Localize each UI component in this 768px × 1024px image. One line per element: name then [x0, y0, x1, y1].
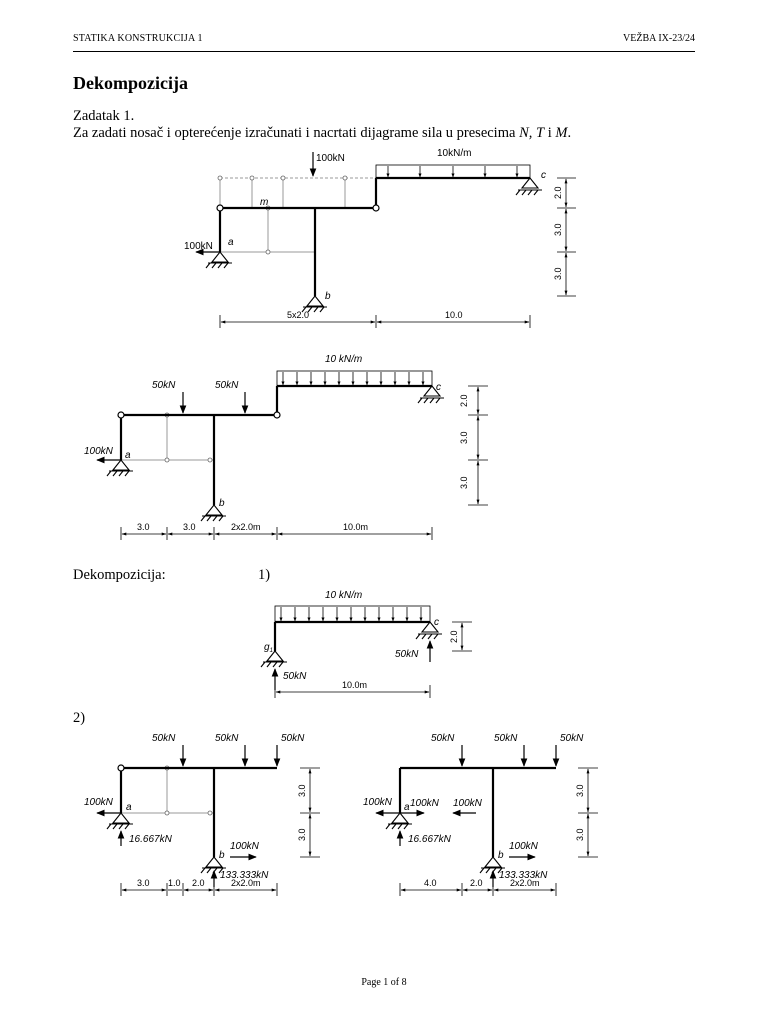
dim-label: 10.0m — [343, 522, 368, 532]
figure-4: 50kN 50kN 50kN 100kN a b 16.667kN 100kN … — [84, 733, 320, 896]
support-b-icon — [479, 856, 505, 874]
label-b: b — [219, 498, 225, 509]
task-description: Za zadati nosač i opterećenje izračunati… — [73, 125, 571, 142]
horizontal-load-label: 100kN — [184, 241, 213, 252]
load-label: 50kN — [281, 733, 305, 744]
task-conj: i — [544, 125, 556, 141]
label-c: c — [541, 170, 546, 181]
distributed-load-label: 10 kN/m — [325, 354, 362, 365]
reaction-c-label: 50kN — [395, 649, 419, 660]
task-t: T — [535, 125, 545, 141]
support-c-icon — [417, 385, 444, 404]
figure-1: 100kN 10kN/m 100kN a b c m 5x2.0 10.0 — [184, 148, 576, 328]
label-a: a — [126, 802, 132, 813]
dim-label: 1.0 — [168, 878, 181, 888]
dim-label: 3.0 — [137, 878, 150, 888]
dim-label: 3.0 — [183, 522, 196, 532]
label-b: b — [498, 850, 504, 861]
dim-label: 2x2.0m — [510, 878, 540, 888]
load-label: 50kN — [152, 380, 176, 391]
figure-3: 10 kN/m g1 c 50kN 50kN 10.0m 2.0 — [260, 590, 472, 698]
support-c-icon — [515, 177, 542, 196]
task-number: Zadatak 1. — [73, 108, 135, 124]
header-course: STATIKA KONSTRUKCIJA 1 — [73, 33, 203, 44]
dim-label: 2.0 — [449, 630, 459, 643]
internal-right-label: 100kN — [453, 798, 483, 809]
page-footer: Page 1 of 8 — [361, 977, 407, 988]
horizontal-load-label: 100kN — [363, 797, 393, 808]
label-m: m — [260, 197, 268, 208]
support-c-icon — [415, 621, 442, 640]
support-a-icon — [106, 812, 133, 830]
reaction-b-v-label: 133.333kN — [220, 870, 269, 881]
dim-label: 3.0 — [459, 476, 469, 489]
dim-label: 2.0 — [553, 186, 563, 199]
support-b-icon — [200, 504, 226, 522]
distributed-load-label: 10kN/m — [437, 148, 471, 159]
distributed-load-label: 10 kN/m — [325, 590, 362, 601]
label-g-main: g — [264, 642, 270, 653]
dim-label: 3.0 — [297, 784, 307, 797]
dim-label: 2.0 — [470, 878, 483, 888]
reaction-g-label: 50kN — [283, 671, 307, 682]
task-m: M — [555, 125, 568, 141]
load-label: 50kN — [152, 733, 176, 744]
reaction-b-h-label: 100kN — [230, 841, 260, 852]
step-2-label: 2) — [73, 710, 86, 726]
decomposition-label: Dekompozicija: — [73, 567, 166, 583]
horizontal-load-label: 100kN — [84, 797, 114, 808]
internal-left-label: 100kN — [410, 798, 440, 809]
header-rule — [73, 51, 695, 52]
label-c: c — [436, 382, 441, 393]
dim-label: 10.0m — [342, 680, 367, 690]
load-label: 50kN — [494, 733, 518, 744]
step-1-label: 1) — [258, 567, 271, 583]
dim-label: 3.0 — [459, 431, 469, 444]
task-dot: . — [567, 125, 572, 141]
dim-label: 3.0 — [297, 828, 307, 841]
page-title: Dekompozicija — [73, 73, 188, 93]
reaction-a-label: 16.667kN — [408, 834, 452, 845]
load-label: 50kN — [215, 380, 239, 391]
label-c: c — [434, 617, 439, 628]
header-exercise: VEŽBA IX-23/24 — [623, 33, 695, 44]
dim-label: 5x2.0 — [287, 310, 309, 320]
reaction-a-label: 16.667kN — [129, 834, 173, 845]
dim-label: 4.0 — [424, 878, 437, 888]
load-label: 100kN — [316, 153, 345, 164]
label-a: a — [404, 802, 410, 813]
support-b-icon — [301, 295, 327, 313]
support-a-icon — [385, 812, 412, 830]
figure-5: 50kN 50kN 50kN 100kN 100kN 100kN a b 16.… — [363, 733, 598, 896]
dim-label: 2x2.0m — [231, 522, 261, 532]
dim-label: 2x2.0m — [231, 878, 261, 888]
load-label: 50kN — [215, 733, 239, 744]
reaction-b-v-label: 133.333kN — [499, 870, 548, 881]
support-a-icon — [106, 459, 133, 477]
dim-label: 2.0 — [459, 394, 469, 407]
dim-label: 3.0 — [575, 828, 585, 841]
task-text: Za zadati nosač i opterećenje izračunati… — [73, 125, 520, 141]
support-g-icon — [260, 650, 287, 668]
dim-label: 2.0 — [192, 878, 205, 888]
dim-label: 10.0 — [445, 310, 463, 320]
dim-label: 3.0 — [553, 223, 563, 236]
dim-label: 3.0 — [137, 522, 150, 532]
label-a: a — [228, 237, 234, 248]
label-b: b — [325, 291, 331, 302]
dim-label: 3.0 — [553, 267, 563, 280]
dim-label: 3.0 — [575, 784, 585, 797]
support-a-icon — [205, 251, 232, 269]
task-n: N, — [519, 125, 533, 141]
load-label: 50kN — [431, 733, 455, 744]
reaction-b-h-label: 100kN — [509, 841, 539, 852]
label-a: a — [125, 450, 131, 461]
label-b: b — [219, 850, 225, 861]
horizontal-load-label: 100kN — [84, 446, 114, 457]
load-label: 50kN — [560, 733, 584, 744]
figure-2: 10 kN/m 50kN 50kN 100kN a b c 3.0 3.0 2x… — [84, 354, 488, 540]
label-g: g1 — [264, 642, 273, 654]
label-g-sub: 1 — [270, 648, 273, 654]
